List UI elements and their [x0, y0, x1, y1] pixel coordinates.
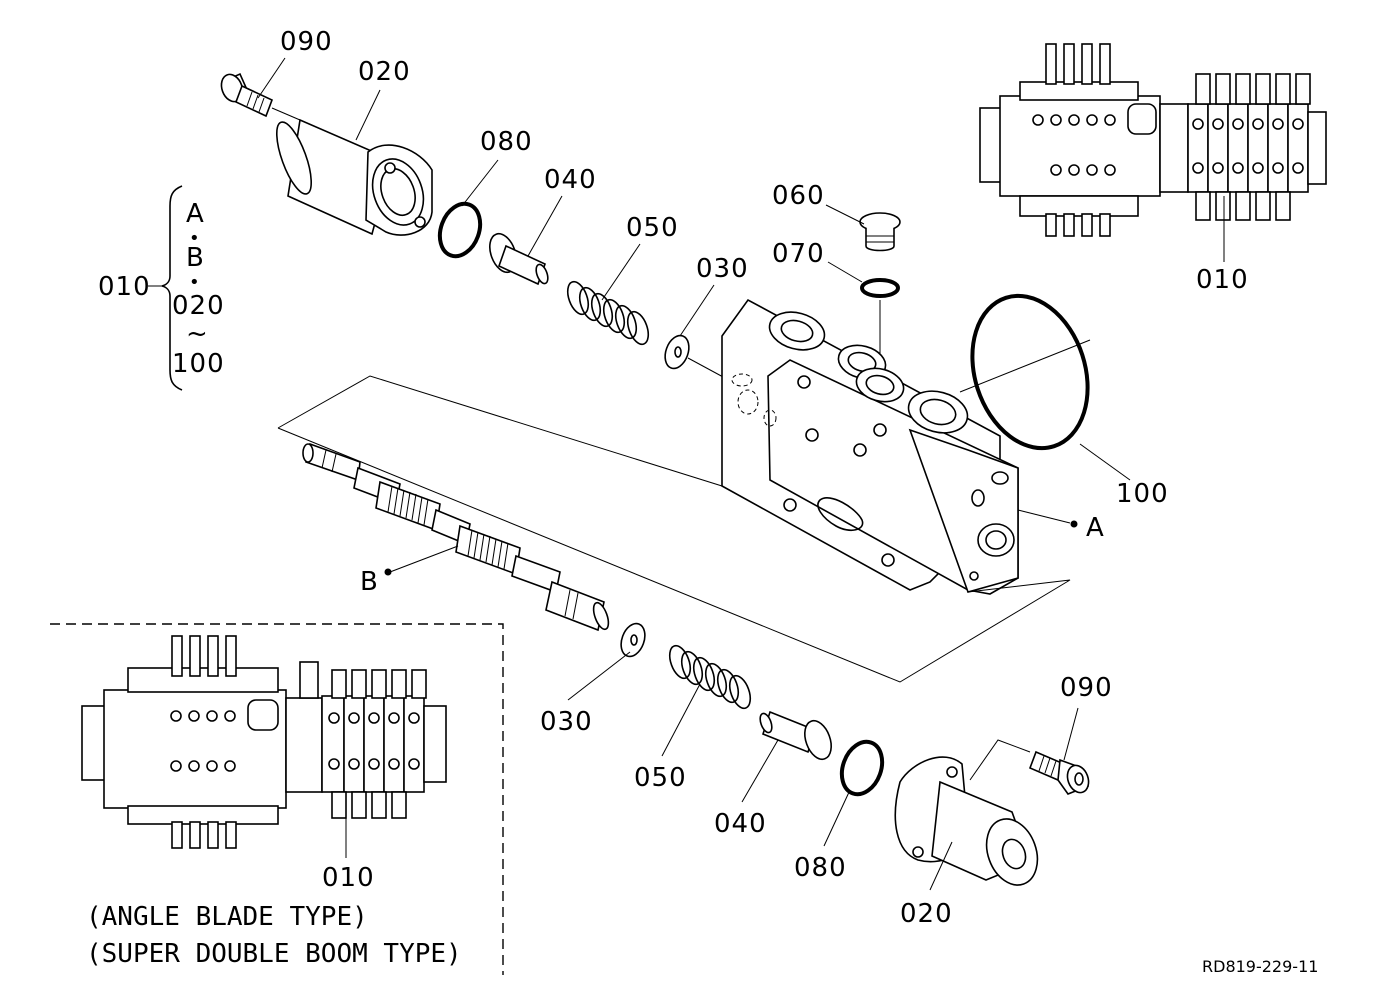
washer-030-bottom[interactable]	[617, 620, 649, 659]
o-ring-100[interactable]	[954, 281, 1107, 463]
bracket-dot-2: •	[189, 272, 201, 293]
washer-030-top[interactable]	[661, 332, 726, 379]
label-010-right: 010	[1196, 265, 1249, 295]
valve-assembly-thumbnail-right	[979, 43, 1327, 262]
label-020-top: 020	[358, 57, 411, 87]
valve-body[interactable]	[721, 298, 1019, 595]
drawing-reference: RD819-229-11	[1202, 957, 1318, 976]
label-040-bottom: 040	[714, 809, 767, 839]
bracket-text: A • B • 020 ~ 100	[172, 199, 225, 379]
label-050-top: 050	[626, 213, 679, 243]
label-100: 100	[1116, 479, 1169, 509]
caption-super-double-boom: (SUPER DOUBLE BOOM TYPE)	[86, 939, 462, 969]
o-ring-080-bottom[interactable]	[835, 736, 889, 800]
piston-040-bottom[interactable]	[758, 710, 836, 763]
label-040-top: 040	[544, 165, 597, 195]
o-ring-070[interactable]	[860, 278, 900, 298]
label-010-main: 010	[98, 272, 151, 302]
bracket-a: A	[186, 199, 205, 229]
bracket-tilde: ~	[186, 319, 209, 349]
cap-020-bottom[interactable]	[894, 739, 1046, 892]
bracket-dot-1: •	[189, 228, 201, 249]
spring-050-bottom[interactable]	[666, 643, 755, 711]
bracket-from: 020	[172, 291, 225, 321]
cap-020-top[interactable]	[270, 118, 433, 236]
label-030-bottom: 030	[540, 707, 593, 737]
label-050-bottom: 050	[634, 763, 687, 793]
bracket-b: B	[186, 243, 205, 273]
label-A: A	[1086, 513, 1105, 543]
leader-lines	[257, 57, 1131, 891]
label-060: 060	[772, 181, 825, 211]
bolt-090-bottom[interactable]	[1028, 750, 1092, 796]
label-010-left: 010	[322, 863, 375, 893]
label-020-bottom: 020	[900, 899, 953, 929]
label-090-bottom: 090	[1060, 673, 1113, 703]
spool[interactable]	[302, 442, 611, 632]
label-B: B	[360, 567, 379, 597]
caption-angle-blade: (ANGLE BLADE TYPE)	[86, 902, 368, 932]
part-labels: 090 020 080 040 050 030 060 070 010 010 …	[98, 27, 1249, 929]
valve-assembly-thumbnail-left	[81, 635, 447, 858]
label-070: 070	[772, 239, 825, 269]
o-ring-080-top[interactable]	[433, 198, 487, 262]
label-080-bottom: 080	[794, 853, 847, 883]
bolt-090-top[interactable]	[218, 71, 301, 121]
inset-border	[50, 623, 504, 975]
piston-040-top[interactable]	[485, 230, 550, 286]
label-030-top: 030	[696, 254, 749, 284]
assembly-plane	[277, 375, 1071, 683]
plug-060[interactable]	[859, 212, 901, 252]
label-080-top: 080	[480, 127, 533, 157]
bracket-to: 100	[172, 349, 225, 379]
label-090-top: 090	[280, 27, 333, 57]
spring-050-top[interactable]	[564, 279, 653, 347]
